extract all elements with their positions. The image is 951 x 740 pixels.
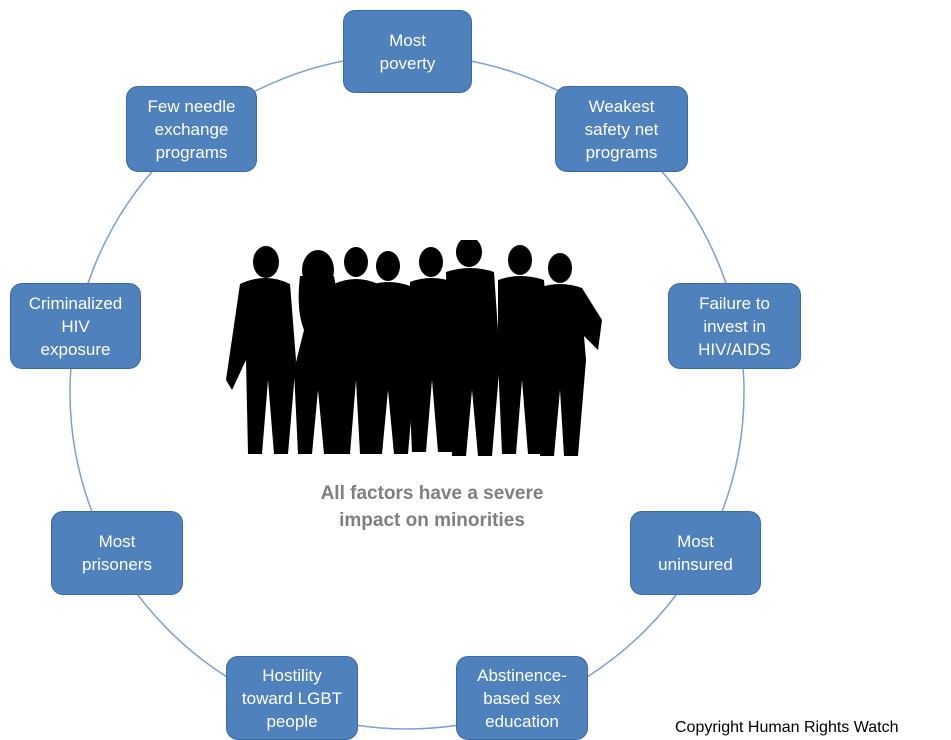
node-text: Criminalized HIV exposure <box>28 293 123 359</box>
center-caption: All factors have a severe impact on mino… <box>320 483 544 531</box>
node-few-needle-exchange: Few needle exchange programs <box>126 86 257 172</box>
node-most-poverty: Most poverty <box>343 10 472 93</box>
node-text: Failure to invest in HIV/AIDS <box>698 293 771 359</box>
node-most-uninsured: Most uninsured <box>630 511 761 595</box>
node-text: Weakest safety net programs <box>584 96 659 162</box>
node-text: Most prisoners <box>82 532 152 574</box>
node-hostility-lgbt: Hostility toward LGBT people <box>226 656 358 740</box>
node-most-prisoners: Most prisoners <box>51 511 183 595</box>
node-text: Hostility toward LGBT people <box>241 665 343 731</box>
node-text: Most uninsured <box>658 532 733 574</box>
group-of-people-silhouette-icon <box>226 240 602 456</box>
node-abstinence-sex-ed: Abstinence- based sex education <box>456 656 588 740</box>
copyright-notice: Copyright Human Rights Watch <box>675 719 899 736</box>
node-text: Most poverty <box>379 30 436 73</box>
node-criminalized-hiv: Criminalized HIV exposure <box>10 283 141 369</box>
node-text: Abstinence- based sex education <box>477 665 567 731</box>
node-text: Few needle exchange programs <box>147 96 236 162</box>
node-weakest-safety-net: Weakest safety net programs <box>555 86 688 172</box>
node-failure-to-invest: Failure to invest in HIV/AIDS <box>668 283 801 369</box>
